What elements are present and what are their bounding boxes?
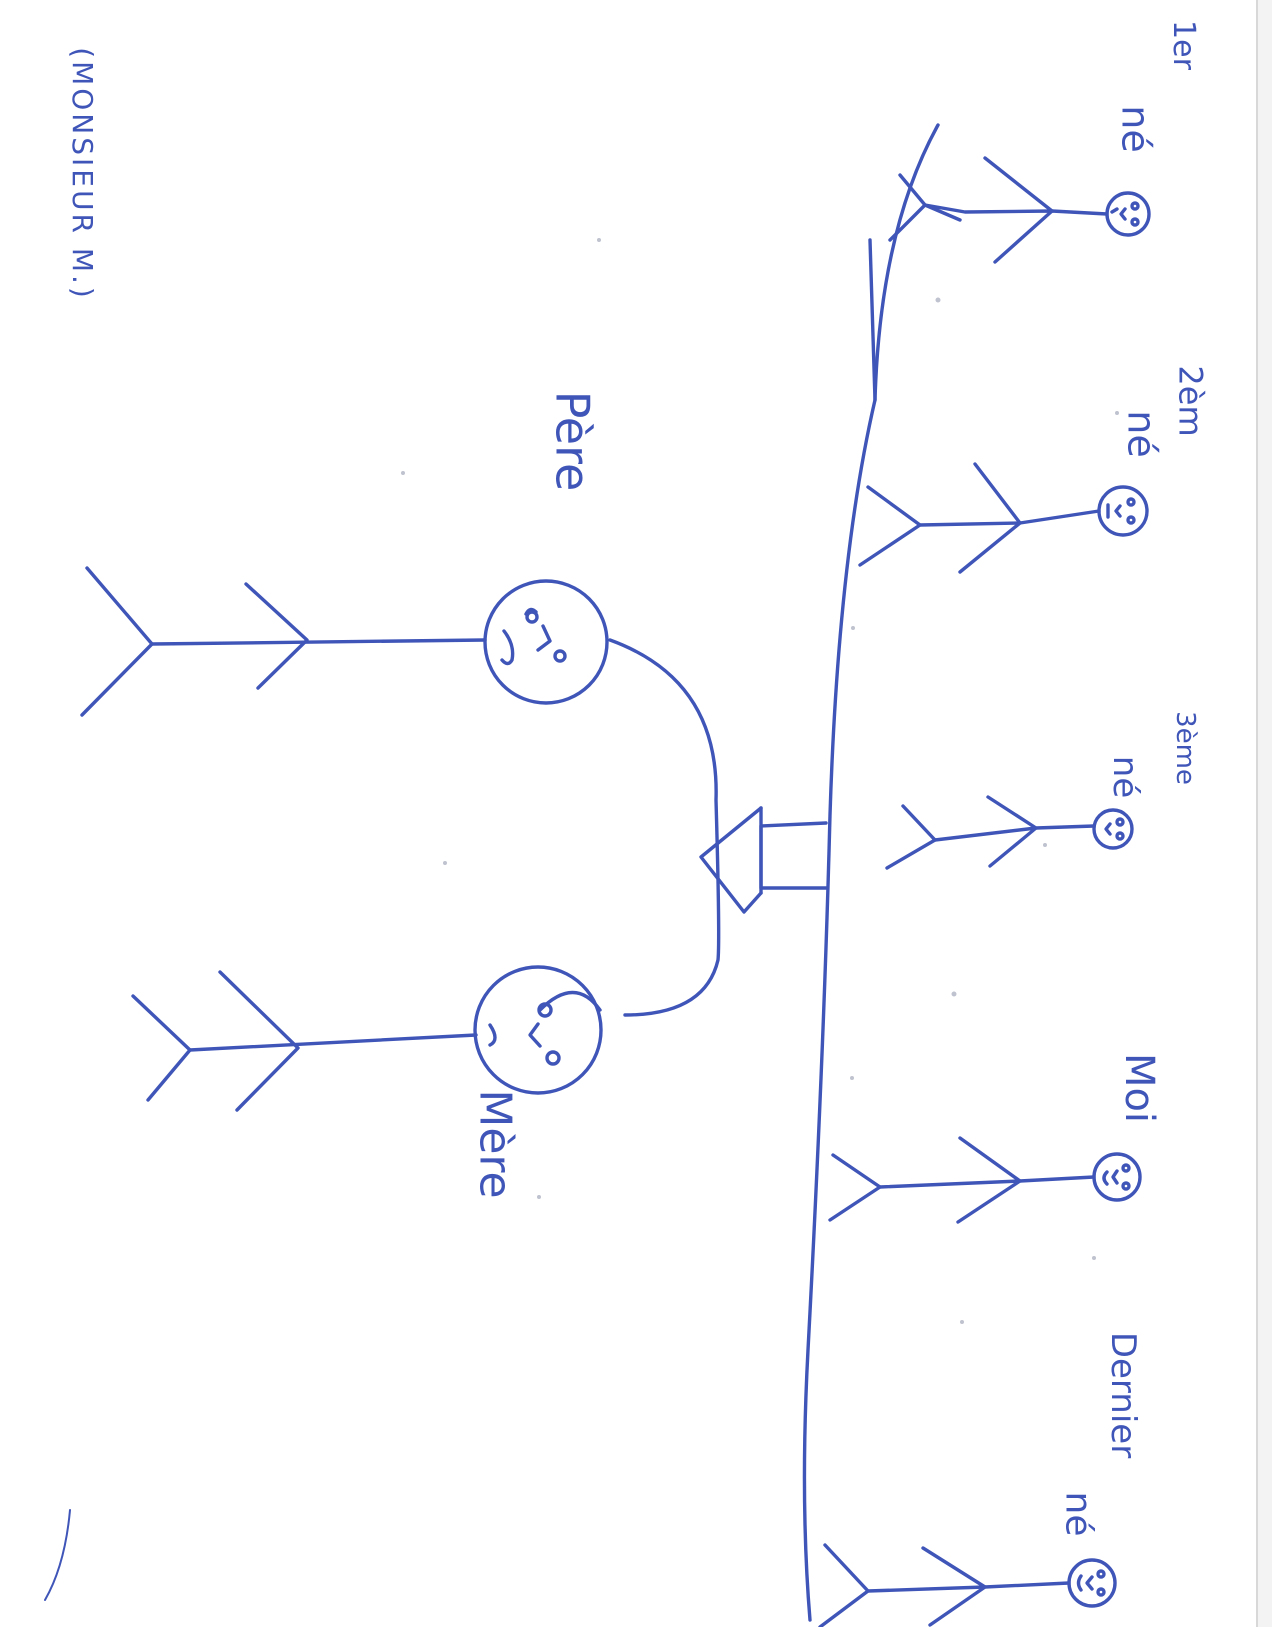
child-2-rank-label: 2èm: [1171, 365, 1210, 437]
father-figure: [80, 566, 609, 717]
mother-head: [473, 965, 603, 1095]
sibling-line: [802, 123, 940, 1622]
father-head: [483, 579, 609, 705]
mother-figure: [131, 965, 603, 1112]
monsieur-m-caption: (MONSIEUR M.): [65, 47, 99, 301]
child-3-word-label: né: [1105, 755, 1146, 799]
house-icon: [699, 806, 828, 914]
child-moi-label: Moi: [1116, 1052, 1163, 1124]
paper-edge: [1256, 0, 1272, 1627]
child-moi-figure: [828, 1136, 1142, 1224]
mother-label: Mère: [469, 1089, 521, 1199]
child-1-word-label: né: [1113, 105, 1158, 153]
father-label: Père: [545, 390, 600, 492]
child-1-rank-label: 1er: [1165, 20, 1201, 70]
parents-link: [608, 638, 721, 1017]
child-3-figure: [885, 795, 1134, 870]
sibling-line-end-top: [868, 238, 877, 402]
child-3-rank-label: 3ème: [1169, 711, 1200, 785]
child-2-word-label: né: [1119, 410, 1164, 458]
child-last-word-label: né: [1057, 1491, 1099, 1537]
child-1-figure: [888, 156, 1151, 264]
child-last-rank-label: Dernier: [1103, 1331, 1144, 1459]
child-last-figure: [818, 1543, 1117, 1627]
child-2-figure: [858, 462, 1149, 574]
